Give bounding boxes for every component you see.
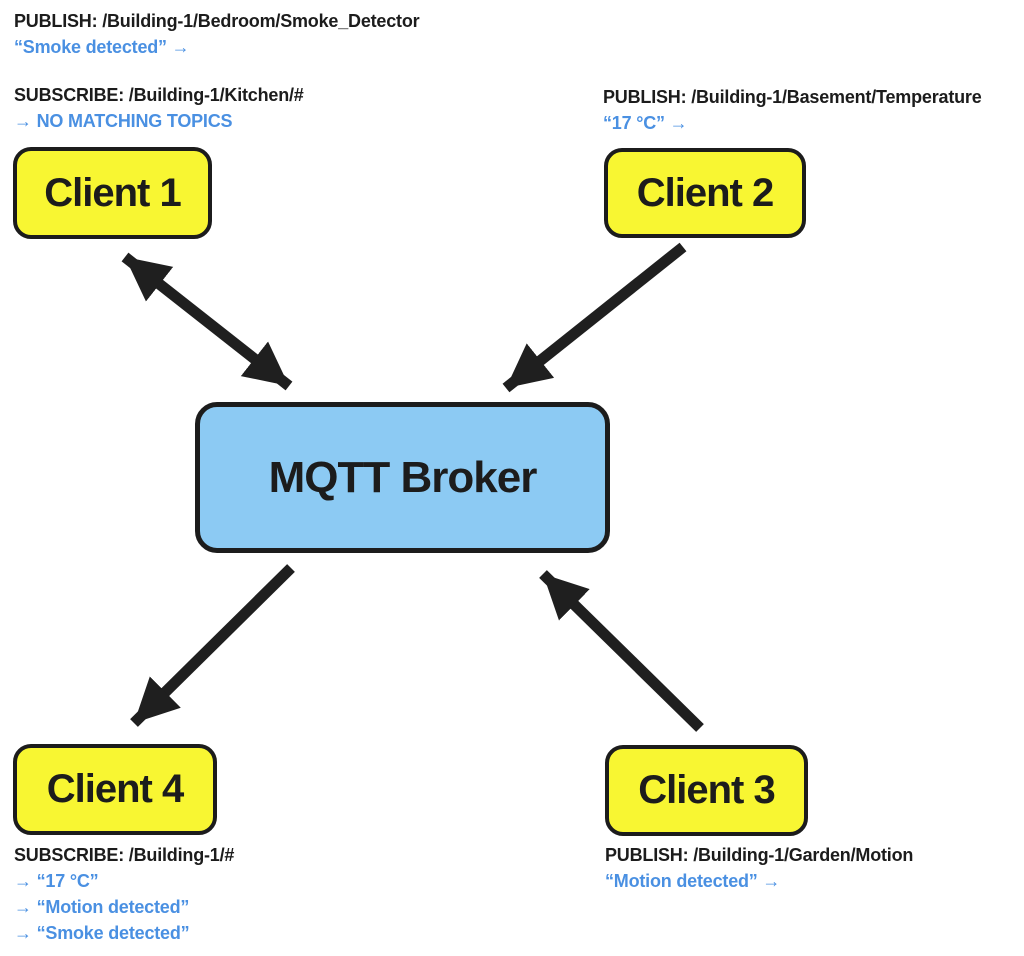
client1-subscribe-note: SUBSCRIBE: /Building-1/Kitchen/# → NO MA… <box>14 82 304 134</box>
client1-publish-message: “Smoke detected” → <box>14 37 190 57</box>
client3-label: Client 3 <box>638 768 775 812</box>
client1-subscribe-topic: SUBSCRIBE: /Building-1/Kitchen/# <box>14 85 304 105</box>
client1-subscribe-result: → NO MATCHING TOPICS <box>14 111 233 131</box>
client4-received-message-3: → “Smoke detected” <box>14 923 190 943</box>
client4-subscribe-topic: SUBSCRIBE: /Building-1/# <box>14 845 235 865</box>
client1-publish-topic: PUBLISH: /Building-1/Bedroom/Smoke_Detec… <box>14 11 420 31</box>
client1-box: Client 1 <box>13 147 212 239</box>
arrow-client1-broker-bidirectional <box>121 252 293 391</box>
client1-publish-note: PUBLISH: /Building-1/Bedroom/Smoke_Detec… <box>14 8 420 60</box>
client2-box: Client 2 <box>604 148 806 238</box>
mqtt-broker-box: MQTT Broker <box>195 402 610 553</box>
mqtt-broker-label: MQTT Broker <box>268 452 538 502</box>
client3-box: Client 3 <box>605 745 808 836</box>
client3-publish-topic: PUBLISH: /Building-1/Garden/Motion <box>605 845 914 865</box>
client2-label: Client 2 <box>636 170 774 215</box>
arrow-broker-to-client4 <box>130 564 295 727</box>
client2-publish-topic: PUBLISH: /Building-1/Basement/Temperatur… <box>603 87 982 107</box>
arrow-client3-to-broker <box>539 570 704 732</box>
client4-received-message-2: → “Motion detected” <box>14 897 190 917</box>
client3-publish-note: PUBLISH: /Building-1/Garden/Motion “Moti… <box>605 842 913 894</box>
client4-box: Client 4 <box>13 744 217 835</box>
arrow-client2-to-broker <box>502 242 687 393</box>
client1-label: Client 1 <box>44 170 181 215</box>
client4-received-message-1: → “17 °C” <box>14 871 99 891</box>
client2-publish-note: PUBLISH: /Building-1/Basement/Temperatur… <box>603 84 982 136</box>
client4-label: Client 4 <box>46 767 184 811</box>
client4-subscribe-note: SUBSCRIBE: /Building-1/# → “17 °C” → “Mo… <box>14 842 234 946</box>
client2-publish-message: “17 °C” → <box>603 113 688 133</box>
client3-publish-message: “Motion detected” → <box>605 871 781 891</box>
